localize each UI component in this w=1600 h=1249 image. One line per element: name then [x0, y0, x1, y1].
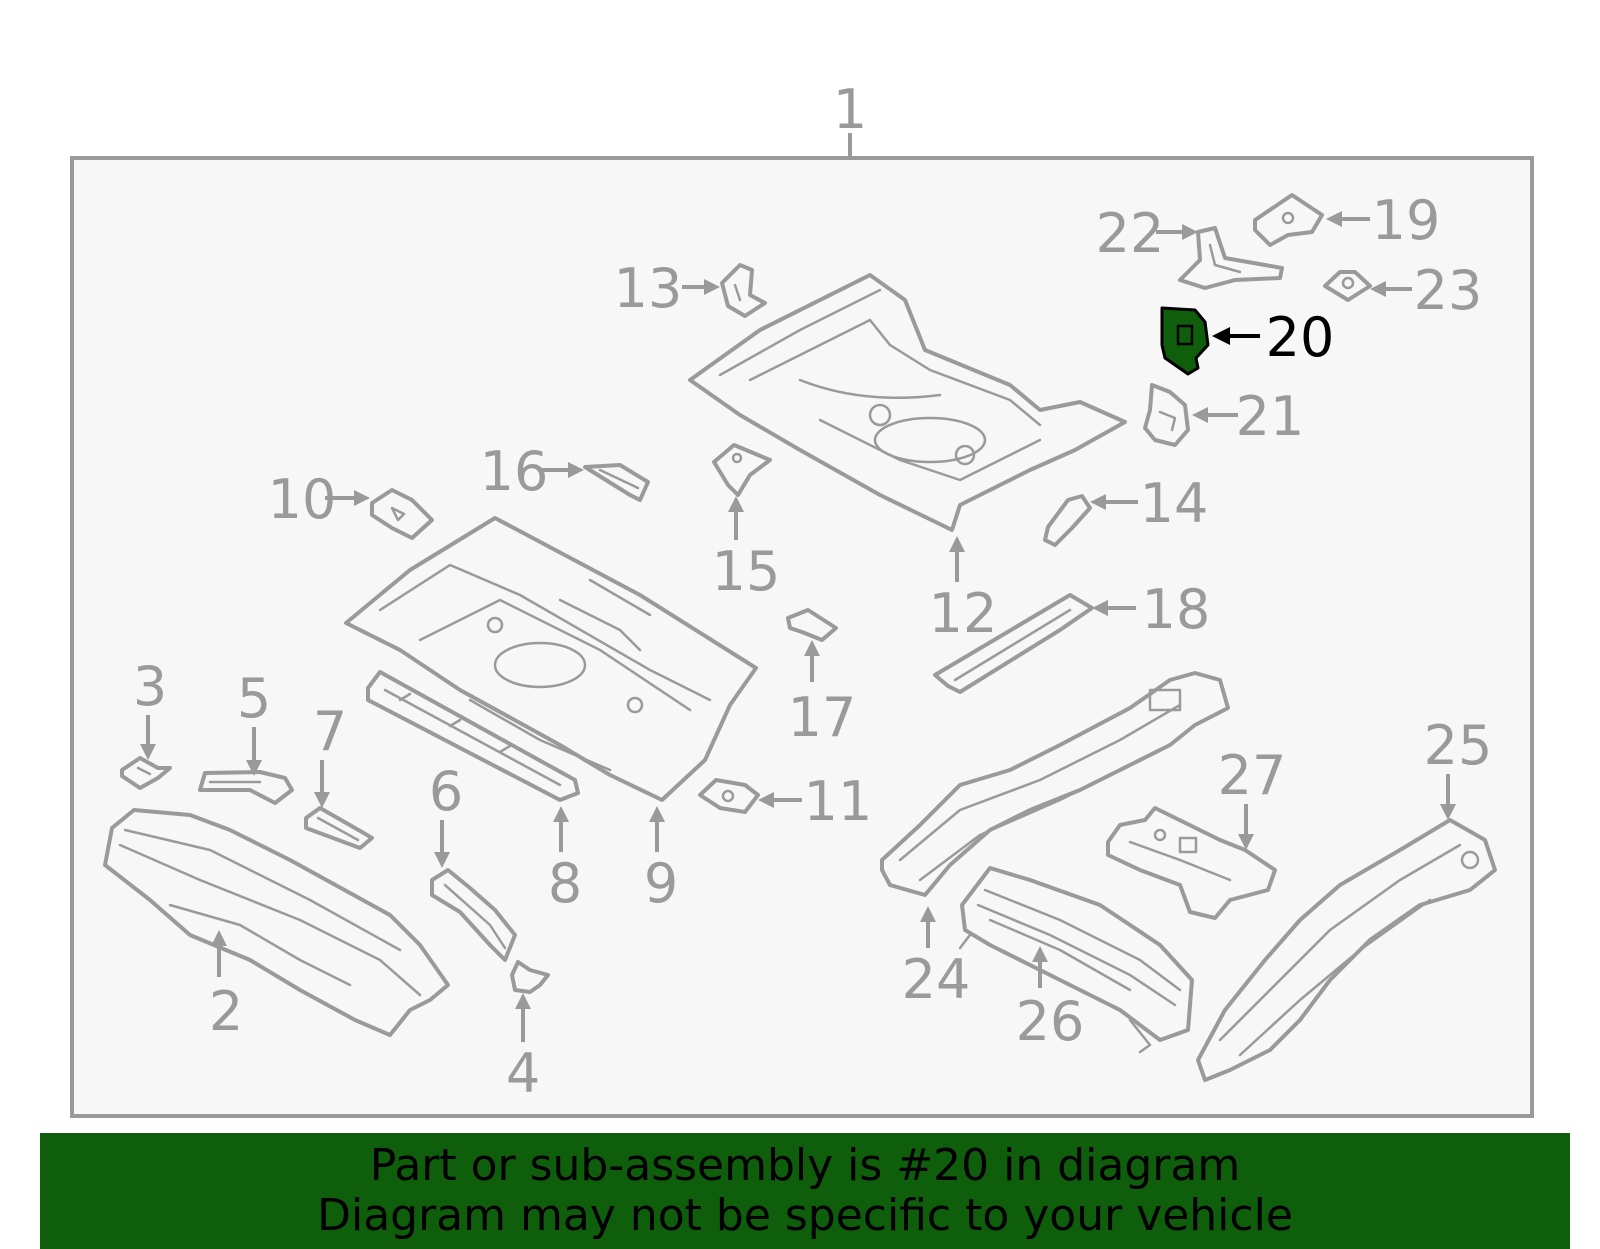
part-7[interactable]	[304, 806, 374, 850]
callout-27: 27	[1218, 744, 1287, 807]
parts-diagram: 1 2 3 4 5 6 7	[70, 78, 1534, 1118]
callout-16: 16	[480, 440, 549, 503]
part-2[interactable]	[103, 808, 450, 1037]
part-3[interactable]	[120, 756, 172, 790]
part-25[interactable]	[1196, 818, 1497, 1082]
callout-1: 1	[833, 78, 867, 141]
part-6[interactable]	[430, 868, 517, 962]
part-27[interactable]	[1106, 806, 1277, 920]
part-13[interactable]	[720, 263, 767, 318]
part-19[interactable]	[1253, 193, 1324, 247]
part-18[interactable]	[933, 593, 1094, 694]
banner-line-2: Diagram may not be specific to your vehi…	[317, 1190, 1293, 1241]
callout-6: 6	[429, 760, 463, 823]
callout-23: 23	[1414, 259, 1483, 322]
part-26[interactable]	[958, 866, 1194, 1054]
callout-19: 19	[1372, 189, 1441, 252]
callout-24: 24	[902, 948, 971, 1011]
part-8[interactable]	[366, 670, 580, 802]
callout-20: 20	[1266, 306, 1335, 369]
callout-15: 15	[712, 540, 781, 603]
part-20[interactable]	[1160, 306, 1210, 376]
callout-22: 22	[1096, 202, 1165, 265]
info-banner: Part or sub-assembly is #20 in diagram D…	[40, 1133, 1570, 1249]
callout-21: 21	[1236, 385, 1305, 448]
callout-12: 12	[929, 582, 998, 645]
part-11[interactable]	[698, 778, 760, 814]
part-16[interactable]	[583, 463, 650, 502]
callout-13: 13	[614, 257, 683, 320]
callout-9: 9	[644, 852, 678, 915]
part-23[interactable]	[1323, 270, 1372, 302]
part-15[interactable]	[712, 443, 772, 497]
callout-11: 11	[804, 770, 873, 833]
part-10[interactable]	[370, 488, 434, 540]
part-14[interactable]	[1043, 494, 1092, 547]
callout-17: 17	[788, 686, 857, 749]
callout-18: 18	[1142, 578, 1211, 641]
callout-25: 25	[1424, 714, 1493, 777]
banner-line-1: Part or sub-assembly is #20 in diagram	[369, 1140, 1241, 1191]
callout-8: 8	[548, 852, 582, 915]
callout-26: 26	[1016, 990, 1085, 1053]
callout-10: 10	[268, 468, 337, 531]
part-17[interactable]	[786, 608, 838, 642]
part-21[interactable]	[1143, 383, 1190, 447]
callout-7: 7	[313, 700, 347, 763]
part-9[interactable]	[344, 516, 758, 802]
part-4[interactable]	[510, 960, 550, 994]
part-22[interactable]	[1178, 226, 1284, 290]
callout-2: 2	[209, 980, 243, 1043]
assembly-frame	[70, 156, 1534, 1118]
callout-4: 4	[506, 1042, 540, 1105]
callout-14: 14	[1140, 472, 1209, 535]
part-12[interactable]	[688, 273, 1127, 532]
part-5[interactable]	[198, 770, 294, 805]
callout-3: 3	[133, 655, 167, 718]
part-24[interactable]	[880, 671, 1230, 897]
callout-5: 5	[237, 667, 271, 730]
